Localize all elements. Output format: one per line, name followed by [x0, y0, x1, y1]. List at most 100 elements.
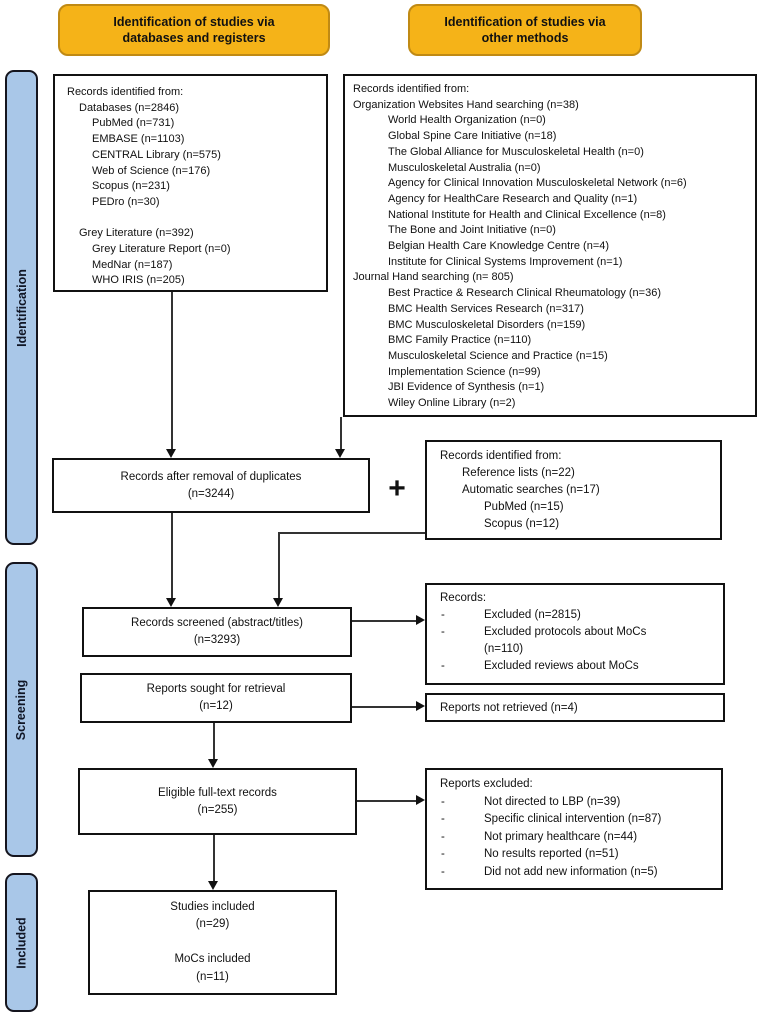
- box-line: [67, 211, 320, 227]
- connector-sought-to-notretrieved: [352, 706, 416, 708]
- box-line: BMC Family Practice (n=110): [388, 334, 532, 347]
- box-line: Records identified from:: [440, 450, 562, 462]
- box-line: - Excluded protocols about MoCs: [440, 624, 719, 641]
- banner-identification-databases: Identification of studies via databases …: [58, 4, 330, 56]
- connector-eligible-to-reportsexcluded: [357, 800, 416, 802]
- dash-bullet: -: [441, 795, 445, 808]
- box-line: - Did not add new information (n=5): [440, 864, 717, 882]
- arrowhead-screened-to-excluded: [416, 615, 425, 625]
- box-line: National Institute for Health and Clinic…: [388, 208, 666, 221]
- box-line: Records after removal of duplicates: [120, 470, 302, 483]
- box-line: - Excluded reviews about MoCs: [440, 658, 719, 675]
- arrowhead-db-to-duplicates: [166, 449, 176, 458]
- box-line: (n=3244): [187, 487, 235, 500]
- box-line: Institute for Clinical Systems Improveme…: [388, 255, 623, 268]
- box-studies-included: Studies included(n=29)MoCs included(n=11…: [88, 890, 337, 995]
- item-text: Excluded (n=2815): [484, 609, 581, 621]
- connector-othersources-elbow-vertical: [278, 532, 280, 598]
- banner-line: Identification of studies via: [113, 15, 275, 29]
- banner-line: databases and registers: [122, 31, 266, 45]
- item-text: Excluded reviews about MoCs: [484, 660, 639, 672]
- dash-bullet: -: [441, 830, 445, 843]
- box-reports-excluded: Reports excluded: - Not directed to LBP …: [425, 768, 723, 890]
- excluded-items: - Excluded (n=2815) - Excluded protocols…: [440, 607, 719, 675]
- box-line: Musculoskeletal Australia (n=0): [388, 161, 541, 174]
- box-line: World Health Organization (n=0): [388, 114, 546, 127]
- stage-bar-identification: Identification: [5, 70, 38, 545]
- dash-bullet: -: [441, 609, 445, 621]
- box-line: Global Spine Care Initiative (n=18): [388, 130, 557, 143]
- box-records-identified-other-methods: Records identified from:Organization Web…: [343, 74, 757, 417]
- box-records-identified-databases: Records identified from:Databases (n=284…: [53, 74, 328, 292]
- box-line: Belgian Health Care Knowledge Centre (n=…: [388, 240, 610, 253]
- box-line: - No results reported (n=51): [440, 846, 717, 864]
- arrowhead-duplicates-to-screened: [166, 598, 176, 607]
- stage-label: Included: [14, 916, 29, 969]
- arrowhead-othersources-to-screened: [273, 598, 283, 607]
- box-line: Reports not retrieved (n=4): [440, 701, 578, 714]
- box-line: Grey Literature Report (n=0): [92, 243, 231, 256]
- arrowhead-sought-to-eligible: [208, 759, 218, 768]
- box-line: PubMed (n=731): [92, 117, 175, 130]
- item-text: No results reported (n=51): [484, 848, 619, 860]
- arrowhead-eligible-to-studies: [208, 881, 218, 890]
- box-line: Databases (n=2846): [79, 101, 179, 114]
- box-line: MoCs included: [174, 953, 251, 966]
- box-line: Records identified from:: [353, 83, 470, 95]
- box-line: Wiley Online Library (n=2): [388, 397, 516, 410]
- dash-bullet: -: [441, 848, 445, 860]
- box-line: Reports sought for retrieval: [146, 683, 286, 695]
- box-line: Best Practice & Research Clinical Rheuma…: [388, 287, 661, 300]
- connector-screened-to-excluded: [352, 620, 416, 622]
- box-line: MedNar (n=187): [92, 258, 173, 271]
- box-line: The Bone and Joint Initiative (n=0): [388, 224, 556, 237]
- box-line: (n=3293): [193, 634, 241, 646]
- box-records-screened: Records screened (abstract/titles) (n=32…: [82, 607, 352, 657]
- box-line: Reference lists (n=22): [462, 467, 575, 479]
- box-line: (n=255): [197, 803, 238, 816]
- box-records-excluded: Records: - Excluded (n=2815) - Excluded …: [425, 583, 725, 685]
- arrowhead-sought-to-notretrieved: [416, 701, 425, 711]
- excluded-items: - Not directed to LBP (n=39) - Specific …: [440, 794, 717, 882]
- connector-db-to-duplicates: [171, 292, 173, 449]
- dash-bullet: [440, 641, 484, 658]
- box-line: - Not directed to LBP (n=39): [440, 794, 717, 812]
- box-line: (n=12): [199, 700, 233, 712]
- stage-label: Screening: [14, 679, 29, 740]
- arrowhead-other-to-duplicates: [335, 449, 345, 458]
- dash-bullet: -: [441, 813, 445, 825]
- item-text: Specific clinical intervention (n=87): [484, 813, 662, 825]
- box-line: WHO IRIS (n=205): [92, 274, 185, 287]
- dash-bullet: -: [441, 626, 445, 638]
- connector-eligible-to-studies: [213, 835, 215, 881]
- item-text: (n=110): [484, 643, 524, 655]
- stage-bar-included: Included: [5, 873, 38, 1012]
- box-line: Automatic searches (n=17): [462, 484, 600, 496]
- box-line: Web of Science (n=176): [92, 164, 211, 177]
- box-line: BMC Health Services Research (n=317): [388, 302, 584, 315]
- banner-line: other methods: [481, 31, 569, 45]
- box-line: EMBASE (n=1103): [92, 133, 185, 146]
- box-line: - Not primary healthcare (n=44): [440, 829, 717, 847]
- item-text: Not primary healthcare (n=44): [484, 830, 638, 843]
- box-line: Records screened (abstract/titles): [131, 617, 303, 629]
- box-line: (n=11): [196, 970, 229, 983]
- box-line: CENTRAL Library (n=575): [92, 148, 221, 161]
- stage-label-wrap: Identification: [7, 72, 36, 543]
- box-line: Agency for Clinical Innovation Musculosk…: [388, 177, 687, 190]
- dash-bullet: -: [441, 660, 445, 672]
- box-eligible-fulltext: Eligible full-text records (n=255): [78, 768, 357, 835]
- box-line: - Excluded (n=2815): [440, 607, 719, 624]
- plus-sign: +: [388, 472, 406, 505]
- box-line: BMC Musculoskeletal Disorders (n=159): [388, 318, 586, 331]
- banner-identification-other-methods: Identification of studies via other meth…: [408, 4, 642, 56]
- box-title: Reports excluded:: [440, 778, 533, 790]
- box-line: PubMed (n=15): [484, 501, 564, 513]
- box-line: Grey Literature (n=392): [79, 227, 194, 240]
- box-title: Records:: [440, 592, 487, 604]
- box-line: PEDro (n=30): [92, 195, 160, 208]
- banner-line: Identification of studies via: [444, 15, 606, 29]
- stage-label: Identification: [14, 268, 29, 347]
- stage-label-wrap: Included: [7, 875, 36, 1010]
